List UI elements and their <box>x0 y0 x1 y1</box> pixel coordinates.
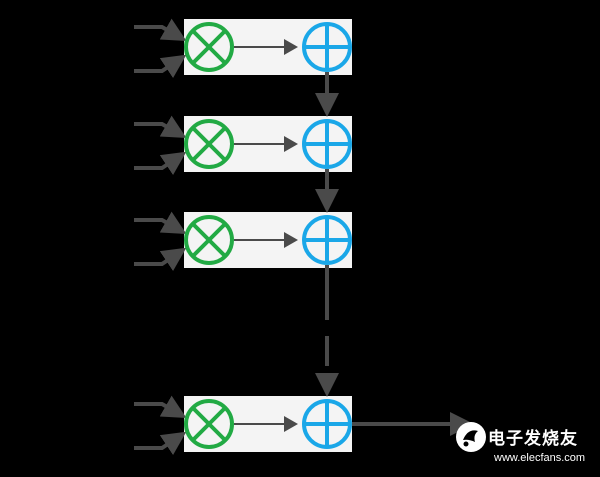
watermark-brand: 电子发烧友 <box>488 429 578 449</box>
mac-stage <box>134 18 352 79</box>
input-arrow-a <box>134 395 187 418</box>
elecfans-logo-icon <box>456 422 486 452</box>
input-arrow-b <box>134 151 187 176</box>
watermark-url: www.elecfans.com <box>494 452 586 464</box>
multiplier-icon <box>184 119 234 169</box>
input-arrow-b <box>134 247 187 272</box>
input-arrow-b <box>134 431 187 456</box>
adder-icon <box>302 119 352 169</box>
mac-stage <box>134 211 352 272</box>
mac-stage <box>134 395 352 456</box>
adder-icon <box>302 399 352 449</box>
multiplier-icon <box>184 215 234 265</box>
adder-icon <box>302 215 352 265</box>
mac-stage <box>134 115 352 176</box>
input-arrow-a <box>134 115 187 138</box>
multiplier-icon <box>184 399 234 449</box>
adder-icon <box>302 22 352 72</box>
multiplier-icon <box>184 22 234 72</box>
input-arrow-a <box>134 211 187 234</box>
accumulator-chain <box>315 72 474 436</box>
input-arrow-a <box>134 18 187 41</box>
watermark: 电子发烧友 www.elecfans.com <box>454 418 600 474</box>
input-arrow-b <box>134 54 187 79</box>
